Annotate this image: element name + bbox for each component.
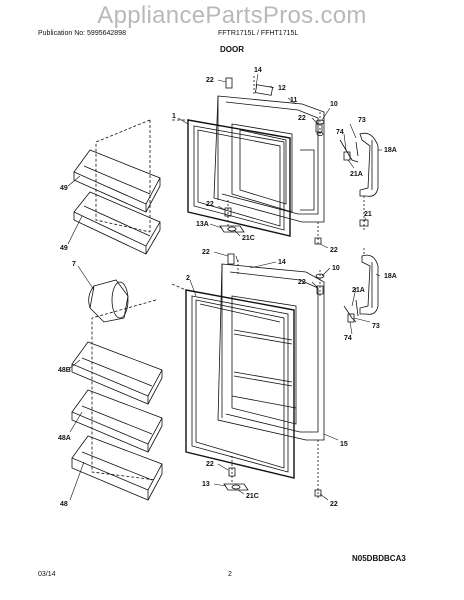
callout-22: 22 bbox=[206, 461, 214, 468]
callout-22: 22 bbox=[206, 77, 214, 84]
callout-21c: 21C bbox=[242, 235, 255, 242]
publication-date: 03/14 bbox=[38, 571, 56, 578]
callout-48: 48 bbox=[60, 501, 68, 508]
door-shelf-48 bbox=[71, 435, 163, 501]
callout-22: 22 bbox=[206, 201, 214, 208]
diagram-code: N05DBDBCA3 bbox=[352, 554, 406, 563]
callout-21c: 21C bbox=[246, 493, 259, 500]
callout-74: 74 bbox=[344, 335, 352, 342]
callout-21a: 21A bbox=[350, 171, 363, 178]
callout-48a: 48A bbox=[58, 435, 71, 442]
callout-49: 49 bbox=[60, 245, 68, 252]
freezer-door-shelf-upper bbox=[73, 149, 161, 213]
callout-13: 13 bbox=[202, 481, 210, 488]
leader-lines bbox=[67, 73, 382, 501]
freezer-hinge-parts bbox=[219, 76, 379, 245]
callout-74: 74 bbox=[336, 129, 344, 136]
door-shelf-48b bbox=[71, 341, 163, 405]
callout-11: 11 bbox=[290, 97, 298, 104]
watermark: AppliancePartsPros.com bbox=[97, 2, 367, 29]
fresh-food-hinge-parts bbox=[223, 248, 379, 498]
callout-21: 21 bbox=[364, 211, 372, 218]
callout-7: 7 bbox=[72, 261, 76, 268]
callout-22: 22 bbox=[298, 115, 306, 122]
callout-21a: 21A bbox=[352, 287, 365, 294]
callout-22: 22 bbox=[298, 279, 306, 286]
callout-49: 49 bbox=[60, 185, 68, 192]
callout-15: 15 bbox=[340, 441, 348, 448]
callout-1: 1 bbox=[172, 113, 176, 120]
model-numbers: FFTR1715L / FFHT1715L bbox=[218, 30, 299, 37]
callout-73: 73 bbox=[358, 117, 366, 124]
freezer-door-assembly bbox=[95, 95, 325, 237]
callout-labels: 14 22 12 11 10 22 73 74 18A 21A 1 49 49 … bbox=[58, 67, 397, 508]
publication-number: Publication No: 5995642898 bbox=[38, 30, 126, 37]
callout-14: 14 bbox=[278, 259, 286, 266]
callout-12: 12 bbox=[278, 85, 286, 92]
section-title: DOOR bbox=[220, 45, 244, 54]
fresh-food-door-assembly bbox=[91, 263, 325, 481]
door-shelf-48a bbox=[71, 389, 163, 453]
callout-73: 73 bbox=[372, 323, 380, 330]
callout-10: 10 bbox=[330, 101, 338, 108]
freezer-door-shelf-lower bbox=[73, 191, 161, 255]
callout-18a: 18A bbox=[384, 273, 397, 280]
callout-22: 22 bbox=[202, 249, 210, 256]
callout-2: 2 bbox=[186, 275, 190, 282]
callout-10: 10 bbox=[332, 265, 340, 272]
dairy-container bbox=[88, 279, 129, 323]
callout-22: 22 bbox=[330, 247, 338, 254]
callout-22: 22 bbox=[330, 501, 338, 508]
callout-18a: 18A bbox=[384, 147, 397, 154]
callout-13a: 13A bbox=[196, 221, 209, 228]
page-number: 2 bbox=[228, 571, 232, 578]
callout-14: 14 bbox=[254, 67, 262, 74]
callout-48b: 48B bbox=[58, 367, 71, 374]
